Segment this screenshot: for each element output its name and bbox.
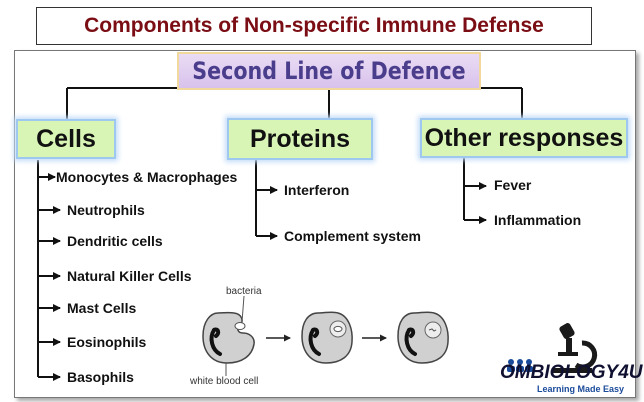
category-proteins: Proteins xyxy=(227,118,373,160)
title-box: Components of Non-specific Immune Defens… xyxy=(36,7,592,45)
category-other: Other responses xyxy=(420,118,628,158)
root-label: Second Line of Defence xyxy=(192,57,466,85)
other-item-inflammation: Inflammation xyxy=(494,212,582,228)
wbc-cell-3-icon xyxy=(397,311,449,364)
cells-item-dendritic: Dendritic cells xyxy=(67,233,163,249)
cells-item-mast: Mast Cells xyxy=(67,300,137,316)
proteins-item-interferon: Interferon xyxy=(284,182,350,198)
cells-item-nk: Natural Killer Cells xyxy=(67,268,192,284)
category-proteins-label: Proteins xyxy=(249,124,351,153)
phagocytosis-illustration xyxy=(202,295,449,376)
proteins-item-complement: Complement system xyxy=(284,228,421,244)
category-cells-label: Cells xyxy=(36,124,96,153)
logo-tagline: Learning Made Easy xyxy=(537,384,625,394)
other-item-fever: Fever xyxy=(494,177,532,193)
wbc-cell-2-icon xyxy=(301,311,353,364)
diagram-title: Components of Non-specific Immune Defens… xyxy=(84,14,544,37)
cells-item-eosinophils: Eosinophils xyxy=(67,334,147,350)
microscope-logo-icon xyxy=(552,323,598,373)
category-other-label: Other responses xyxy=(424,123,624,152)
bacteria-label: bacteria xyxy=(226,286,262,297)
bacteria-pointer xyxy=(241,295,245,323)
cells-item-monocytes: Monocytes & Macrophages xyxy=(56,169,238,185)
cells-item-basophils: Basophils xyxy=(67,369,134,385)
logo-text: OMBIOLOGY4U xyxy=(500,362,643,383)
white-blood-cell-label: white blood cell xyxy=(190,376,259,387)
root-node: Second Line of Defence xyxy=(177,52,481,90)
category-cells: Cells xyxy=(16,119,116,159)
wbc-cell-1-icon xyxy=(202,311,255,364)
people-logo-icon xyxy=(507,359,533,372)
cells-item-neutrophils: Neutrophils xyxy=(67,202,145,218)
